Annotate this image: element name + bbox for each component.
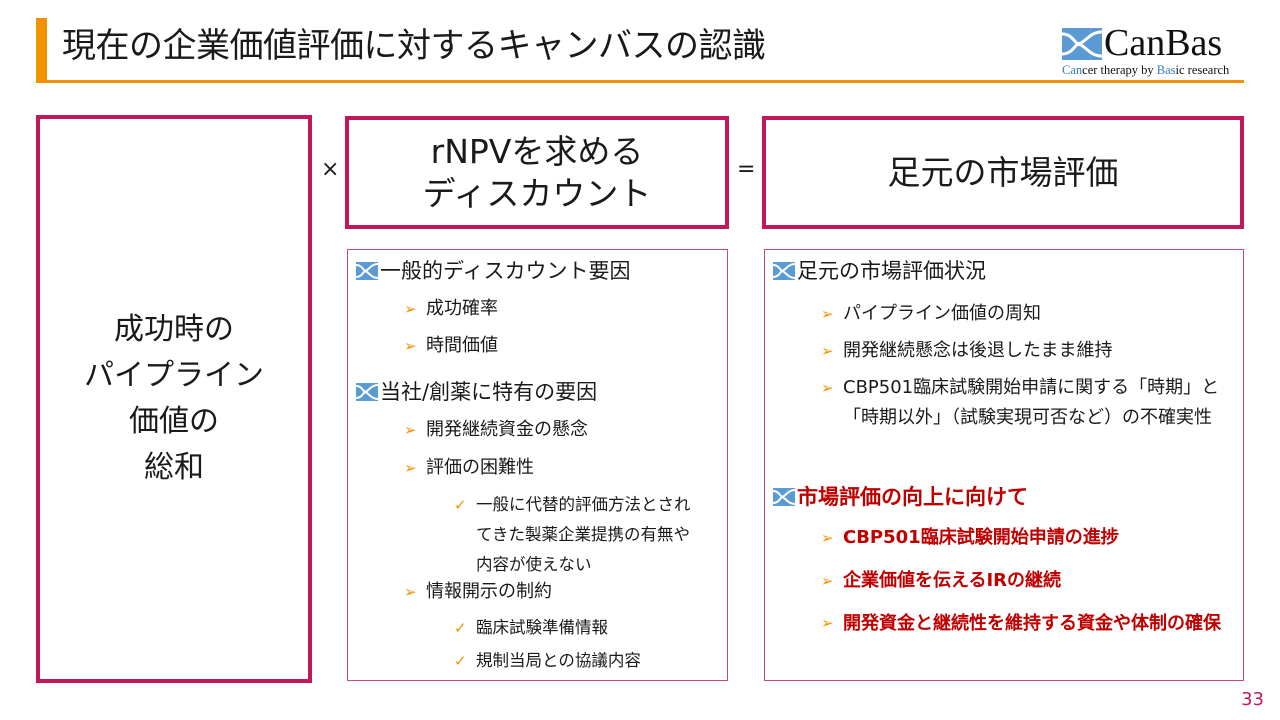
- list-item-text: 成功確率: [426, 298, 498, 319]
- list-item-text: 開発資金と継続性を維持する資金や体制の確保: [843, 613, 1221, 634]
- sub-list-item-text: 規制当局との協議内容: [476, 651, 641, 670]
- check-bullet-icon: ✓: [454, 496, 467, 514]
- discount-line: ディスカウント: [422, 173, 652, 213]
- list-item-text: CBP501臨床試験開始申請に関する「時期」と「時期以外」（試験実現可否など）の…: [843, 377, 1220, 428]
- tagline-part: ic research: [1175, 63, 1230, 77]
- pipeline-value-line: 成功時の: [114, 312, 234, 347]
- list-item-text: 情報開示の制約: [426, 581, 552, 602]
- market-valuation-label: 足元の市場評価: [887, 152, 1119, 192]
- list-item: ➢ 評価の困難性: [404, 453, 534, 483]
- canbas-bullet-icon: [356, 262, 378, 280]
- list-item-text: 開発継続資金の懸念: [426, 419, 588, 440]
- arrow-bullet-icon: ➢: [404, 421, 417, 439]
- market-status-panel: 足元の市場評価状況 ➢パイプライン価値の周知 ➢開発継続懸念は後退したまま維持 …: [764, 249, 1244, 681]
- pipeline-value-box: 成功時の パイプライン 価値の 総和: [36, 115, 312, 683]
- list-item: ➢ 情報開示の制約: [404, 577, 552, 607]
- pipeline-value-line: 総和: [144, 450, 204, 485]
- list-item-text: パイプライン価値の周知: [843, 303, 1041, 324]
- discount-factors-panel: 一般的ディスカウント要因 ➢ 成功確率 ➢ 時間価値 当社/創薬に特有の要因 ➢ 開発…: [347, 249, 728, 681]
- arrow-bullet-icon: ➢: [821, 614, 834, 632]
- section-heading-text: 一般的ディスカウント要因: [380, 259, 631, 283]
- list-item-text: 企業価値を伝えるIRの継続: [843, 570, 1062, 591]
- list-item-text: 開発継続懸念は後退したまま維持: [843, 340, 1113, 361]
- title-accent-bar: [36, 18, 47, 82]
- page-title: 現在の企業価値評価に対するキャンバスの認識: [62, 26, 766, 66]
- sub-list-item-text: 臨床試験準備情報: [476, 618, 608, 637]
- discount-box: rNPVを求める ディスカウント: [345, 116, 729, 229]
- list-item: ➢ 企業価値を伝えるIRの継続: [821, 566, 1061, 596]
- list-item: ➢ 時間価値: [404, 331, 498, 361]
- section-heading-text: 足元の市場評価状況: [797, 259, 986, 283]
- tagline-part: cer therapy by: [1082, 63, 1157, 77]
- list-item: ➢ 開発資金と継続性を維持する資金や体制の確保: [821, 606, 1225, 641]
- market-valuation-box: 足元の市場評価: [762, 116, 1244, 229]
- list-item-text: 評価の困難性: [426, 457, 534, 478]
- section-heading-text: 当社/創薬に特有の要因: [380, 380, 598, 404]
- list-item: ➢ 開発継続懸念は後退したまま維持: [821, 336, 1112, 366]
- arrow-bullet-icon: ➢: [404, 300, 417, 318]
- company-logo: CanBas Cancer therapy by Basic research: [1062, 23, 1244, 79]
- canbas-bullet-icon: [773, 262, 795, 280]
- equals-operator: =: [737, 157, 756, 182]
- arrow-bullet-icon: ➢: [821, 379, 834, 397]
- canbas-logo-icon: [1062, 28, 1102, 60]
- section-heading: 市場評価の向上に向けて: [773, 482, 1028, 512]
- title-underline: [36, 80, 1244, 83]
- section-heading: 足元の市場評価状況: [773, 256, 986, 286]
- sub-list-item: ✓ 規制当局との協議内容: [454, 646, 641, 676]
- list-item: ➢ パイプライン価値の周知: [821, 299, 1041, 329]
- arrow-bullet-icon: ➢: [821, 342, 834, 360]
- arrow-bullet-icon: ➢: [821, 305, 834, 323]
- list-item-text: 時間価値: [426, 335, 498, 356]
- list-item: ➢ CBP501臨床試験開始申請の進捗: [821, 523, 1119, 553]
- canbas-bullet-icon: [356, 383, 378, 401]
- list-item: ➢ CBP501臨床試験開始申請に関する「時期」と「時期以外」（試験実現可否など）…: [821, 373, 1225, 433]
- section-heading-text: 市場評価の向上に向けて: [797, 485, 1028, 509]
- tagline-part: Can: [1062, 63, 1083, 77]
- sub-list-item-text: 一般に代替的評価方法とされてきた製薬企業提携の有無や内容が使えない: [476, 495, 691, 574]
- list-item-text: CBP501臨床試験開始申請の進捗: [843, 527, 1119, 548]
- list-item: ➢ 成功確率: [404, 294, 498, 324]
- arrow-bullet-icon: ➢: [821, 572, 834, 590]
- section-heading: 当社/創薬に特有の要因: [356, 377, 597, 407]
- pipeline-value-line: パイプライン: [84, 358, 264, 393]
- arrow-bullet-icon: ➢: [404, 337, 417, 355]
- arrow-bullet-icon: ➢: [404, 583, 417, 601]
- multiply-operator: ×: [321, 157, 340, 182]
- canbas-bullet-icon: [773, 488, 795, 506]
- check-bullet-icon: ✓: [454, 652, 467, 670]
- section-heading: 一般的ディスカウント要因: [356, 256, 631, 286]
- list-item: ➢ 開発継続資金の懸念: [404, 415, 588, 445]
- logo-tagline: Cancer therapy by Basic research: [1062, 63, 1244, 77]
- check-bullet-icon: ✓: [454, 619, 467, 637]
- logo-name: CanBas: [1104, 22, 1223, 64]
- arrow-bullet-icon: ➢: [404, 459, 417, 477]
- pipeline-value-line: 価値の: [129, 404, 219, 439]
- sub-list-item: ✓ 臨床試験準備情報: [454, 613, 608, 643]
- discount-line: rNPVを求める: [430, 131, 644, 171]
- page-number: 33: [1241, 689, 1264, 710]
- arrow-bullet-icon: ➢: [821, 529, 834, 547]
- sub-list-item: ✓ 一般に代替的評価方法とされてきた製薬企業提携の有無や内容が使えない: [454, 490, 704, 580]
- tagline-part: Bas: [1156, 63, 1176, 77]
